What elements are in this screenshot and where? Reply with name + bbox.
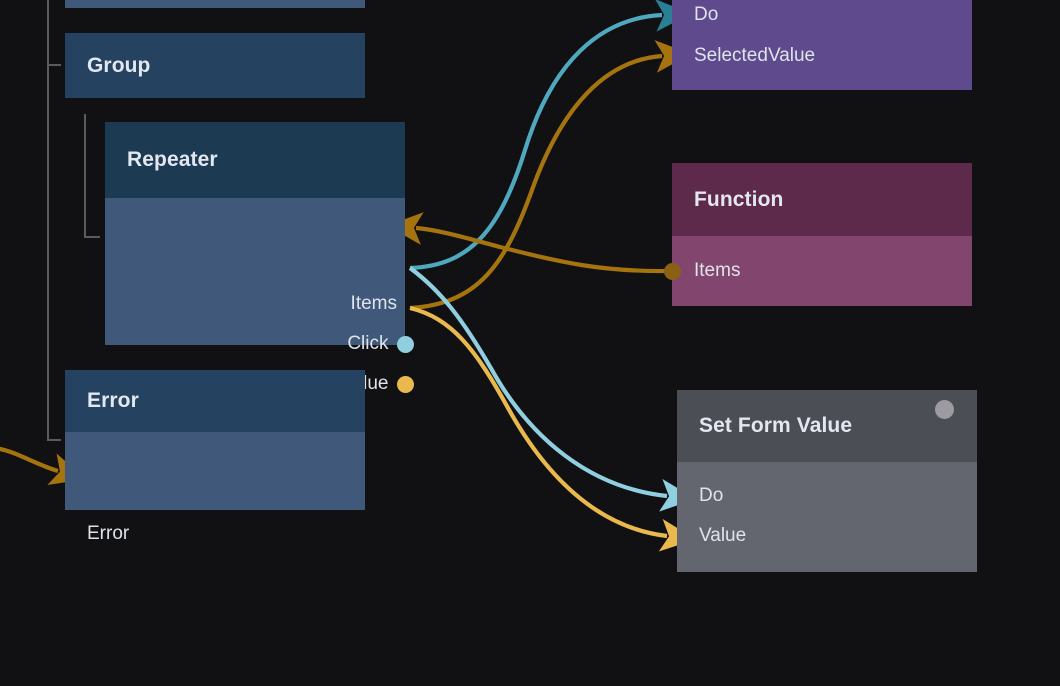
status-circle-icon[interactable] [935,400,954,419]
error-port-error[interactable]: Error [65,521,129,547]
edge-function-items-to-repeater-items [387,212,672,274]
error-title: Error [87,389,139,412]
repeater-port-click[interactable]: Click [347,331,414,357]
tree-branch-repeater [84,236,100,238]
repeater-port-items[interactable]: Items [351,291,405,317]
set-form-value-port-do[interactable]: Do [677,483,723,509]
error-header[interactable]: Error [65,370,365,432]
set-form-value-port-do-label: Do [699,485,724,506]
tree-spine-outer [47,0,49,441]
set-form-value-title: Set Form Value [699,414,853,437]
edge-value-to-setformvalue-value [409,305,696,552]
tree-spine-inner [84,114,86,238]
group-header[interactable]: Group [65,33,365,98]
tree-branch-error [47,439,61,441]
repeater-header[interactable]: Repeater [105,122,405,198]
set-form-value-header[interactable]: Set Form Value [677,390,977,462]
function-body: Items [663,236,972,306]
node-repeater[interactable]: Repeater Items Click Value [105,122,414,394]
select-port-selectedvalue[interactable]: SelectedValue [672,43,815,69]
select-body: Do SelectedValue [672,0,972,90]
node-select[interactable]: Do SelectedValue [672,0,972,90]
node-function[interactable]: Function Items [663,163,972,306]
tree-branch-group [47,64,61,66]
edge-click-to-setformvalue-do [408,266,696,512]
select-port-selectedvalue-label: SelectedValue [694,45,816,66]
node-error[interactable]: Error Error [65,370,365,544]
edge-click-to-do [409,0,691,271]
group-title: Group [87,53,151,77]
function-port-items[interactable]: Items [663,258,741,284]
repeater-port-items-label: Items [350,293,397,314]
select-port-do-label: Do [694,4,719,25]
function-header[interactable]: Function [672,163,972,236]
error-body: Error [65,432,365,544]
node-partial-top[interactable] [65,0,365,8]
function-port-items-label: Items [694,260,741,281]
set-form-value-port-value-label: Value [699,525,747,546]
repeater-port-click-label: Click [347,333,389,354]
select-port-do[interactable]: Do [672,2,718,28]
function-title: Function [694,187,784,211]
node-set-form-value[interactable]: Set Form Value Do Value [677,390,977,572]
repeater-title: Repeater [127,148,218,171]
partial-top-header[interactable] [65,0,365,8]
repeater-body: Items Click Value [105,198,414,394]
set-form-value-port-value[interactable]: Value [677,523,746,549]
repeater-port-value-dot[interactable] [396,375,414,393]
edge-value-to-selectedvalue [409,40,691,311]
edge-offscreen-to-error [0,446,86,485]
function-port-items-dot[interactable] [663,262,681,280]
error-port-error-label: Error [87,523,130,544]
set-form-value-body: Do Value [677,462,977,572]
repeater-port-click-dot[interactable] [396,335,414,353]
node-group[interactable]: Group [65,33,365,98]
